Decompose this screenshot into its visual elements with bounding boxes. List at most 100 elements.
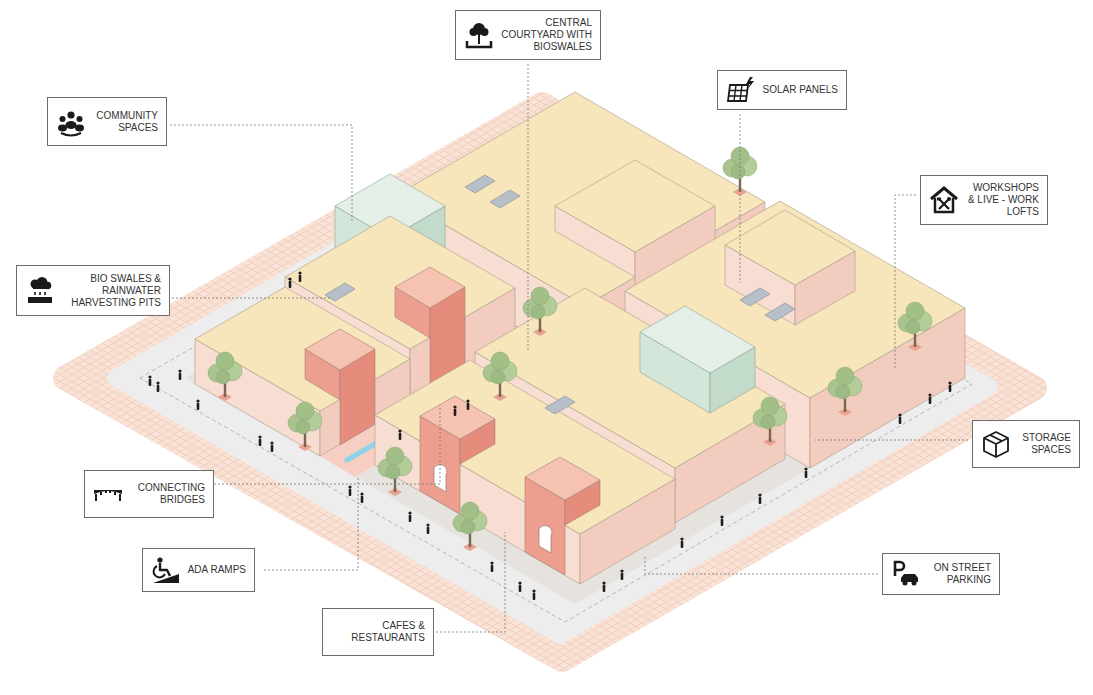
- callout-box: ADA RAMPS: [142, 548, 255, 592]
- person: [196, 399, 199, 410]
- window: [434, 465, 447, 492]
- leader-line: [645, 556, 878, 574]
- callout-box: CAFES & RESTAURANTS: [322, 608, 434, 656]
- courtyard-icon: [464, 20, 494, 50]
- person: [408, 511, 411, 522]
- tower: [525, 457, 600, 575]
- bridge-icon: [93, 479, 123, 509]
- panel: [490, 190, 520, 208]
- person: [898, 413, 901, 424]
- tower: [420, 396, 495, 514]
- tree: [378, 447, 412, 496]
- callout-box: BIO SWALES & RAINWATER HARVESTING PITS: [16, 265, 170, 316]
- tree: [288, 402, 322, 451]
- leader-line: [170, 125, 352, 222]
- person: [490, 561, 493, 572]
- person: [148, 375, 151, 386]
- trees: [208, 147, 932, 551]
- tree: [483, 352, 517, 401]
- solar-icon: [726, 75, 756, 105]
- roof: [420, 396, 495, 439]
- roof: [305, 329, 375, 370]
- tree: [453, 502, 487, 551]
- callout-text: CONNECTING BRIDGES: [129, 482, 205, 506]
- person: [948, 381, 951, 392]
- window: [539, 526, 552, 553]
- lot-ground: [185, 152, 965, 604]
- person: [602, 581, 605, 592]
- leader-line: [815, 440, 968, 441]
- people: [148, 271, 951, 600]
- leader-line: [895, 195, 916, 370]
- callout-text: COMMUNITY SPACES: [92, 110, 158, 134]
- person: [258, 435, 261, 446]
- callout-box: WORKSHOPS & LIVE - WORK LOFTS: [920, 175, 1048, 225]
- panel: [740, 288, 770, 306]
- callout-box: CONNECTING BRIDGES: [84, 470, 214, 518]
- curb-line: [140, 142, 972, 622]
- person: [398, 429, 401, 440]
- person: [360, 492, 363, 503]
- tree: [753, 397, 787, 446]
- callout-box: ON STREET PARKING: [882, 553, 1000, 595]
- rainwater-icon: [25, 276, 55, 306]
- person: [270, 441, 273, 452]
- solar-panels: [325, 175, 795, 414]
- callout-text: ON STREET PARKING: [927, 562, 991, 586]
- roof: [555, 160, 715, 252]
- workshop-icon: [929, 185, 959, 215]
- person: [804, 467, 807, 478]
- callout-box: STORAGE SPACES: [972, 420, 1080, 468]
- building-right-upper: [725, 210, 855, 325]
- callout-text: CAFES & RESTAURANTS: [345, 620, 425, 644]
- ada-ramp-icon: [151, 555, 181, 585]
- callout-text: CENTRAL COURTYARD WITH BIOSWALES: [500, 17, 592, 53]
- roof: [640, 306, 755, 373]
- roof: [725, 210, 855, 285]
- callout-box: SOLAR PANELS: [717, 70, 847, 110]
- person: [288, 277, 291, 288]
- panel: [545, 396, 575, 414]
- person: [298, 271, 301, 282]
- leader-line: [740, 114, 741, 283]
- person: [720, 515, 723, 526]
- roof: [195, 287, 410, 411]
- tree: [208, 352, 242, 401]
- roof: [395, 267, 465, 308]
- leader-line: [264, 478, 358, 570]
- leader-line: [214, 405, 440, 484]
- callout-text: WORKSHOPS & LIVE - WORK LOFTS: [965, 182, 1039, 218]
- leader-line: [528, 64, 529, 350]
- building-front-d: [375, 360, 675, 584]
- leader-lines: [170, 64, 968, 632]
- callout-box: CENTRAL COURTYARD WITH BIOSWALES: [455, 10, 601, 60]
- roof: [525, 457, 600, 500]
- tree: [828, 367, 862, 416]
- community-icon: [56, 107, 86, 137]
- callout-text: STORAGE SPACES: [1017, 432, 1071, 456]
- leader-line: [436, 532, 505, 632]
- person: [426, 523, 429, 534]
- person: [928, 393, 931, 404]
- person: [620, 569, 623, 580]
- person: [348, 485, 351, 496]
- person: [453, 405, 456, 416]
- callout-text: ADA RAMPS: [188, 564, 246, 576]
- callout-text: SOLAR PANELS: [763, 84, 838, 96]
- person: [466, 399, 469, 410]
- storage-block: [640, 306, 755, 413]
- person: [156, 381, 159, 392]
- tree: [898, 302, 932, 351]
- person: [532, 589, 535, 600]
- callout-box: COMMUNITY SPACES: [47, 97, 167, 146]
- parking-icon: [891, 559, 921, 589]
- panel: [465, 175, 495, 193]
- storage-icon: [981, 429, 1011, 459]
- callout-text: BIO SWALES & RAINWATER HARVESTING PITS: [61, 273, 161, 309]
- panel: [765, 303, 795, 321]
- person: [758, 493, 761, 504]
- person: [518, 581, 521, 592]
- person: [178, 369, 181, 380]
- person: [680, 537, 683, 548]
